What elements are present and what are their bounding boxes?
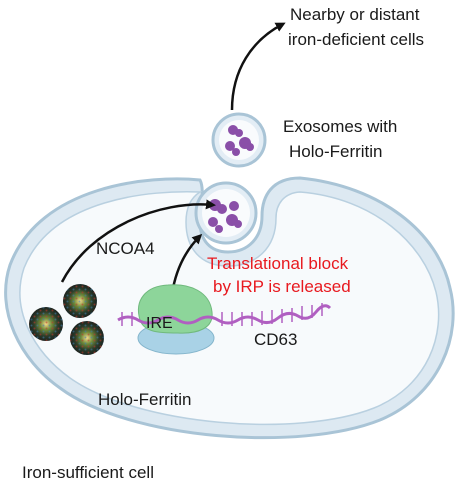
- label-cd63: CD63: [254, 330, 297, 349]
- label-holo-ferritin: Holo-Ferritin: [98, 390, 192, 409]
- label-translational-line2: by IRP is released: [213, 277, 351, 296]
- label-ire: IRE: [146, 315, 173, 332]
- label-exosomes-line2: Holo-Ferritin: [289, 142, 383, 161]
- budding-vesicle: [194, 181, 258, 245]
- exosome-ferritin-cluster: [225, 125, 254, 156]
- cytoplasm: [19, 190, 440, 426]
- mrna-ticks: [121, 303, 323, 326]
- exosome: [211, 112, 267, 168]
- label-exosomes-line1: Exosomes with: [283, 117, 397, 136]
- ferritin-particle: [63, 284, 97, 318]
- arrow-ncoa4-transport: [60, 199, 216, 283]
- iron-sufficient-cell: [4, 176, 455, 440]
- label-target-cells-line1: Nearby or distant: [290, 5, 420, 24]
- label-iron-sufficient-cell: Iron-sufficient cell: [22, 463, 154, 482]
- label-target-cells-line2: iron-deficient cells: [288, 30, 424, 49]
- mrna-strand: [117, 304, 332, 325]
- label-translational-line1: Translational block: [207, 254, 349, 273]
- ferritin-particle: [70, 321, 104, 355]
- arrow-to-target-cells: [230, 22, 286, 111]
- label-ncoa4: NCOA4: [96, 239, 155, 258]
- vesicle-ferritin-cluster: [208, 199, 242, 233]
- ferritin-particle: [29, 307, 63, 341]
